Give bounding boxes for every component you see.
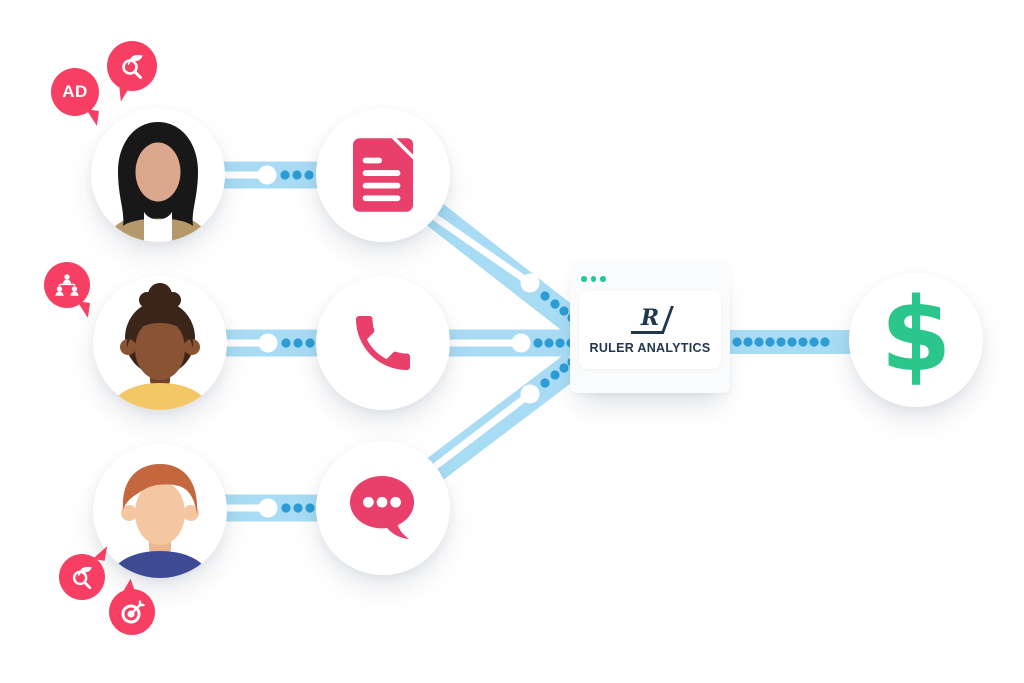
organic-search-badge-top [107,41,157,102]
connector-visitor2-call [219,329,320,357]
dollar-icon: $ [880,276,952,395]
org-chart-badge [44,262,90,318]
revenue-circle: $ [849,273,983,407]
connector-ruler-revenue [727,330,851,354]
visitor-avatar-curly-bun [93,276,227,410]
connector-call-ruler [448,329,576,357]
target-dart-icon [121,599,145,623]
ruler-logo-name: RULER ANALYTICS [589,340,711,355]
speech-tail [119,84,133,102]
channel-form-circle [316,108,450,242]
window-dots [581,276,606,282]
ruler-logo: R [630,305,675,334]
ruler-analytics-card: R RULER ANALYTICS [570,262,730,393]
document-form-icon [353,138,413,212]
connector-chat-ruler [425,353,583,481]
person-hijab-illustration [105,122,211,242]
window-dot [590,276,596,282]
organic-search-icon [72,566,92,590]
ad-badge: AD [51,68,99,126]
person-curly-bun-illustration [109,283,211,410]
phone-icon [356,316,410,370]
channel-chat-circle [316,441,450,575]
connector-visitor3-chat [219,494,320,522]
window-dot [581,276,587,282]
org-chart-icon [55,274,79,296]
ruler-logo-card: R RULER ANALYTICS [579,291,721,369]
person-red-hair-illustration [109,464,211,578]
visitor-avatar-red-hair [93,444,227,578]
organic-search-icon [122,55,143,79]
speech-tail [75,301,90,318]
channel-call-circle [316,276,450,410]
speech-tail [122,577,140,596]
speech-tail [84,109,99,126]
window-dot [600,276,606,282]
ad-badge-label: AD [62,82,88,101]
visitor-avatar-hijab [91,108,225,242]
connector-form-ruler [424,202,583,334]
target-badge [109,577,155,635]
ruler-logo-letter: R [630,307,665,334]
connector-visitor1-form [219,161,320,189]
organic-search-badge-bottom [59,544,108,600]
chat-bubble-icon [349,475,415,540]
speech-tail [92,544,108,561]
